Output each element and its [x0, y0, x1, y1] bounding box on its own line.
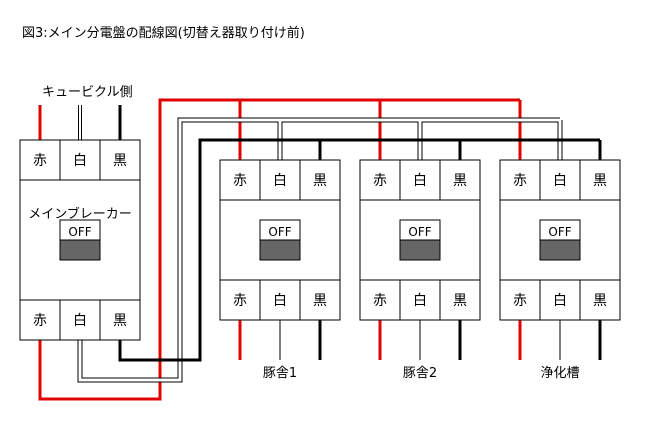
branch-1-bottom-red-label: 赤 [233, 293, 247, 309]
branch-3-top-white-label: 白 [553, 173, 567, 189]
branch-1-bottom-white-label: 白 [273, 293, 287, 309]
branch-2-outgoing-wires [378, 320, 462, 360]
branch-breaker-2: 赤 白 黒 OFF 赤 白 黒 [359, 159, 481, 321]
main-breaker-switch[interactable]: OFF [59, 219, 101, 261]
branch-2-switch[interactable]: OFF [399, 219, 441, 261]
main-bottom-terminal-red-label: 赤 [33, 313, 47, 329]
branch-3-top-black-label: 黒 [593, 173, 607, 189]
branch-3-top-red-label: 赤 [513, 173, 527, 189]
main-bottom-terminal-white-label: 白 [73, 313, 87, 329]
branch-2-destination-label: 豚舎2 [403, 366, 437, 381]
main-top-terminal-red-label: 赤 [33, 153, 47, 169]
branch-1-outgoing-wires [238, 320, 322, 360]
main-top-terminal-black-label: 黒 [113, 153, 127, 169]
main-bottom-terminal-black-label: 黒 [113, 313, 127, 329]
wires [38, 98, 602, 401]
branch-1-top-red-label: 赤 [233, 173, 247, 189]
branch-2-top-black-label: 黒 [453, 173, 467, 189]
main-switch-lever [59, 239, 101, 261]
branch-1-top-black-label: 黒 [313, 173, 327, 189]
diagram-title: 図3:メイン分電盤の配線図(切替え器取り付け前) [22, 25, 305, 41]
branch-3-bottom-white-label: 白 [553, 293, 567, 309]
main-top-terminal-white-label: 白 [73, 153, 87, 169]
red-bus-wire [38, 98, 520, 401]
branch-3-off-label: OFF [548, 225, 571, 239]
branch-1-switch[interactable]: OFF [259, 219, 301, 261]
branch-2-bottom-black-label: 黒 [453, 293, 467, 309]
main-breaker-name: メインブレーカー [28, 206, 132, 222]
branch-3-outgoing-wires [518, 320, 602, 360]
branch-2-bottom-white-label: 白 [413, 293, 427, 309]
black-bus-wire [118, 138, 600, 362]
branch-1-off-label: OFF [268, 225, 291, 239]
branch-2-top-white-label: 白 [413, 173, 427, 189]
main-switch-off-label: OFF [68, 225, 91, 239]
branch-3-bottom-red-label: 赤 [513, 293, 527, 309]
branch-1-top-white-label: 白 [273, 173, 287, 189]
branch-3-destination-label: 浄化槽 [540, 366, 579, 381]
branch-2-top-red-label: 赤 [373, 173, 387, 189]
branch-2-off-label: OFF [408, 225, 431, 239]
branch-breaker-3: 赤 白 黒 OFF 赤 白 黒 [499, 159, 621, 321]
branch-1-destination-label: 豚舎1 [263, 366, 297, 381]
cubicle-side-label: キュービクル側 [42, 85, 133, 100]
main-breaker: 赤 白 黒 メインブレーカー OFF 赤 白 黒 [19, 139, 141, 341]
branch-3-switch[interactable]: OFF [539, 219, 581, 261]
branch-1-bottom-black-label: 黒 [313, 293, 327, 309]
branch-2-bottom-red-label: 赤 [373, 293, 387, 309]
branch-3-bottom-black-label: 黒 [593, 293, 607, 309]
branch-breaker-1: 赤 白 黒 OFF 赤 白 黒 [219, 159, 341, 321]
